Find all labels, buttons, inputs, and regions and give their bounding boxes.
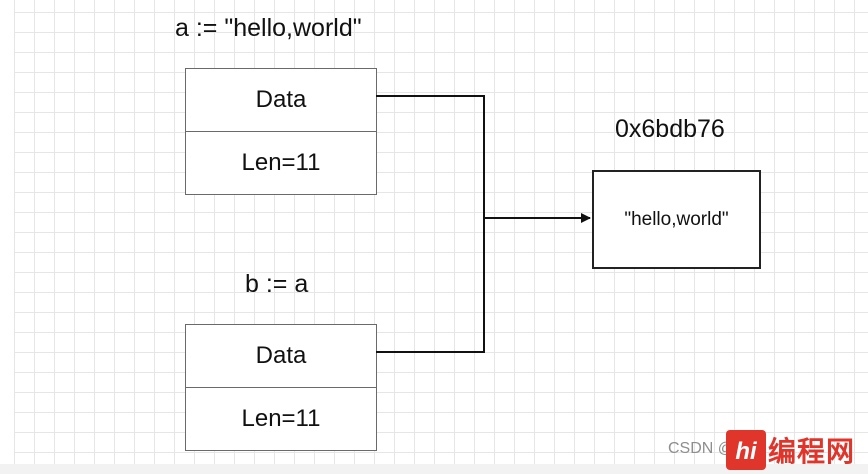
length-field-a: Len=11 <box>186 131 376 194</box>
canvas-margin <box>0 0 14 474</box>
string-data-box: "hello,world" <box>592 170 761 269</box>
pointer-line-b <box>376 218 485 353</box>
data-pointer-field-a: Data <box>255 86 307 113</box>
pointer-line-a <box>376 95 485 218</box>
string-header-a: Data Len=11 <box>185 68 377 195</box>
site-logo-text: 编程网 <box>768 436 856 467</box>
svg-text:hi: hi <box>735 438 758 465</box>
length-field-b: Len=11 <box>186 387 376 450</box>
memory-address-label: 0x6bdb76 <box>615 115 725 143</box>
site-logo-icon: hi <box>726 430 766 470</box>
variable-b-declaration: b := a <box>245 270 309 298</box>
canvas-bottom-edge <box>0 464 868 474</box>
string-header-b: Data Len=11 <box>185 324 377 451</box>
source-watermark: CSDN @ <box>668 440 735 457</box>
variable-a-declaration: a := "hello,world" <box>175 14 362 42</box>
data-pointer-field-b: Data <box>255 342 307 369</box>
